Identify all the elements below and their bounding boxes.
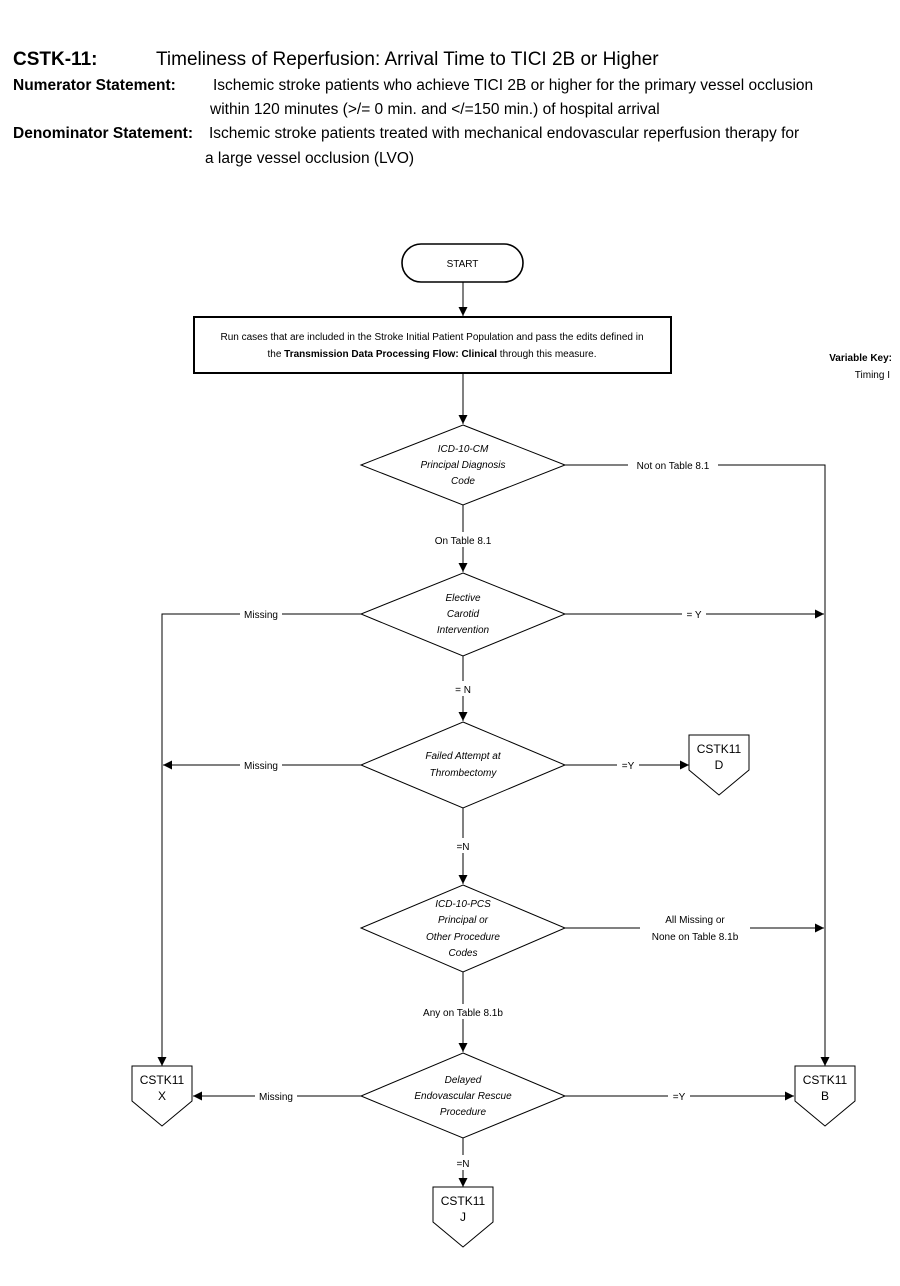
label-delayed-n: =N: [456, 1159, 469, 1170]
process-text-line1: Run cases that are included in the Strok…: [220, 332, 643, 343]
decision-failed-thrombectomy: Failed Attempt at Thrombectomy: [359, 721, 567, 809]
arrow-elective-missing: [157, 613, 361, 1066]
svg-text:CSTK11: CSTK11: [803, 1073, 848, 1087]
measure-id: CSTK-11:: [13, 49, 98, 70]
svg-text:Procedure: Procedure: [440, 1107, 487, 1118]
svg-text:Delayed: Delayed: [445, 1075, 482, 1086]
svg-text:Intervention: Intervention: [437, 625, 490, 636]
svg-text:J: J: [460, 1210, 466, 1224]
label-on-table: On Table 8.1: [435, 536, 492, 547]
svg-text:Principal Diagnosis: Principal Diagnosis: [420, 460, 505, 471]
svg-text:B: B: [821, 1089, 829, 1103]
start-terminator: START: [401, 243, 524, 283]
label-pcs-missing-line1: All Missing or: [665, 915, 725, 926]
label-pcs-missing-line2: None on Table 8.1b: [652, 932, 739, 943]
svg-text:Thrombectomy: Thrombectomy: [430, 768, 498, 779]
variable-key-value: Timing I: [855, 370, 890, 381]
decision-elective-carotid: Elective Carotid Intervention: [359, 572, 567, 657]
process-box: Run cases that are included in the Strok…: [193, 316, 672, 374]
decision-icd10cm: ICD-10-CM Principal Diagnosis Code: [359, 424, 567, 506]
connector-d: CSTK11 D: [688, 734, 750, 796]
denominator-label: Denominator Statement:: [13, 125, 193, 142]
variable-key-label: Variable Key:: [829, 353, 892, 364]
svg-text:Elective: Elective: [445, 593, 480, 604]
label-failed-missing: Missing: [244, 761, 278, 772]
numerator-text-line1: Ischemic stroke patients who achieve TIC…: [213, 77, 814, 94]
svg-text:Principal or: Principal or: [438, 915, 489, 926]
numerator-label: Numerator Statement:: [13, 77, 176, 94]
label-failed-n: =N: [456, 842, 469, 853]
connector-b: CSTK11 B: [794, 1065, 856, 1127]
label-elective-n: = N: [455, 685, 471, 696]
label-elective-y: = Y: [686, 610, 701, 621]
svg-text:CSTK11: CSTK11: [441, 1194, 486, 1208]
svg-text:Codes: Codes: [449, 948, 478, 959]
svg-text:Endovascular Rescue: Endovascular Rescue: [414, 1091, 512, 1102]
decision-icd10pcs: ICD-10-PCS Principal or Other Procedure …: [359, 884, 567, 973]
denominator-text-line2: a large vessel occlusion (LVO): [205, 150, 415, 167]
decision-delayed-rescue: Delayed Endovascular Rescue Procedure: [359, 1052, 567, 1139]
label-not-on-table: Not on Table 8.1: [637, 461, 710, 472]
process-text-line2: the Transmission Data Processing Flow: C…: [267, 349, 596, 360]
label-failed-y: =Y: [622, 761, 635, 772]
label-delayed-y: =Y: [673, 1092, 686, 1103]
svg-text:D: D: [715, 758, 724, 772]
label-elective-missing: Missing: [244, 610, 278, 621]
numerator-text-line2: within 120 minutes (>/= 0 min. and </=15…: [210, 101, 660, 118]
svg-text:CSTK11: CSTK11: [697, 742, 742, 756]
svg-text:Code: Code: [451, 476, 475, 487]
svg-text:ICD-10-CM: ICD-10-CM: [438, 444, 489, 455]
svg-text:Carotid: Carotid: [447, 609, 480, 620]
svg-text:X: X: [158, 1089, 166, 1103]
svg-text:Failed Attempt at: Failed Attempt at: [425, 751, 501, 762]
measure-title: Timeliness of Reperfusion: Arrival Time …: [156, 49, 659, 70]
connector-j: CSTK11 J: [432, 1186, 494, 1248]
svg-text:CSTK11: CSTK11: [140, 1073, 185, 1087]
connector-x: CSTK11 X: [131, 1065, 193, 1127]
svg-text:Other Procedure: Other Procedure: [426, 932, 500, 943]
label-delayed-missing: Missing: [259, 1092, 293, 1103]
denominator-text-line1: Ischemic stroke patients treated with me…: [209, 125, 800, 142]
svg-text:ICD-10-PCS: ICD-10-PCS: [435, 899, 491, 910]
start-label: START: [447, 259, 479, 270]
label-pcs-any: Any on Table 8.1b: [423, 1008, 503, 1019]
